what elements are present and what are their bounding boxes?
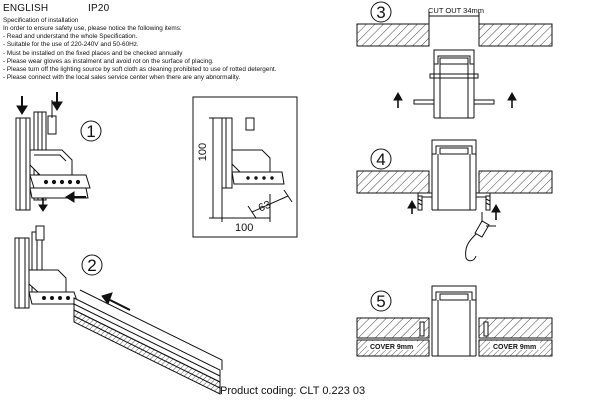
step4-marker: 4 [370, 148, 392, 170]
step2-drawing [14, 225, 223, 395]
height-dimension: 100 [197, 143, 209, 161]
screw-icon [419, 321, 425, 337]
spec-list: In order to ensure safety use, please no… [3, 25, 276, 82]
step3-marker: 3 [370, 1, 392, 23]
product-coding: Product coding: CLT 0.223 03 [220, 385, 366, 397]
left-arrow-icon [65, 191, 86, 203]
svg-text:5: 5 [376, 292, 385, 311]
spec-line: - Suitable for the use of 220-240V and 5… [3, 41, 139, 49]
dimension-drawing [192, 96, 298, 238]
spec-line: In order to ensure safety use, please no… [3, 25, 182, 32]
down-arrow-icon [51, 92, 63, 111]
step2-marker: 2 [81, 254, 103, 276]
screwdriver-icon [465, 212, 496, 262]
up-arrow-icon [407, 199, 417, 214]
spec-line: - Please connect with the local sales se… [3, 74, 241, 82]
screw-icon [417, 195, 423, 211]
step1-marker: 1 [80, 120, 102, 142]
depth-dimension: 63 [257, 199, 273, 215]
ip-rating: IP20 [88, 3, 110, 14]
screw-icon [485, 195, 491, 211]
language-label: ENGLISH [3, 3, 49, 14]
down-arrow-icon [16, 96, 28, 115]
up-arrow-icon [393, 91, 403, 108]
spec-line: - Please wear gloves as instalment and a… [3, 57, 214, 65]
left-arrow-icon [101, 292, 131, 311]
screw-icon [483, 321, 489, 337]
cutout-label: CUT OUT 34mm [428, 6, 484, 15]
up-arrow-icon [507, 91, 517, 108]
up-arrow-icon [491, 203, 501, 220]
cover-right-label: COVER 9mm [493, 344, 536, 351]
step5-marker: 5 [370, 290, 392, 312]
step1-corner-drawing [15, 92, 91, 212]
svg-text:1: 1 [86, 122, 95, 141]
spec-line: - Please turn off the lighting source by… [3, 66, 277, 74]
svg-text:3: 3 [376, 3, 385, 22]
cover-left-label: COVER 9mm [370, 344, 413, 351]
spec-line: - Must be installed on the fixed places … [3, 49, 183, 57]
width-dimension: 100 [235, 222, 253, 234]
svg-text:2: 2 [87, 256, 96, 275]
step4-drawing [356, 139, 553, 262]
spec-line: - Read and understand the whole Specific… [3, 33, 138, 41]
svg-text:4: 4 [376, 150, 385, 169]
spec-title: Specification of installation [3, 17, 79, 24]
step3-drawing [356, 12, 553, 119]
down-arrow-icon [38, 198, 48, 212]
